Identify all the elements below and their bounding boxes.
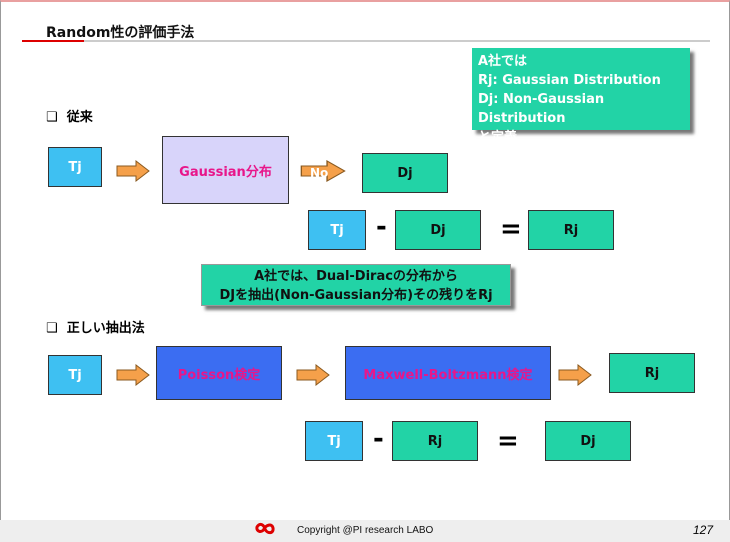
arrow-icon	[116, 160, 150, 182]
eq2-tj: Tj	[305, 421, 363, 461]
page-number: 127	[693, 523, 714, 537]
equals-operator: =	[500, 214, 522, 244]
eq2-dj: Dj	[545, 421, 631, 461]
note-line: A社では	[478, 54, 528, 69]
eq1-rj: Rj	[528, 210, 614, 250]
maxwell-boltzmann-box: Maxwell-Boltzmann検定	[345, 346, 551, 400]
gaussian-box: Gaussian分布	[162, 136, 289, 204]
note-line: Dj: Non-Gaussian Distribution	[478, 92, 605, 126]
checkbox-bullet-icon: ❑	[46, 321, 58, 336]
note-line: A社では、Dual-Diracの分布から	[254, 269, 458, 284]
title-accent	[22, 40, 84, 42]
equals-operator: =	[497, 426, 519, 456]
section-label: 従来	[66, 110, 93, 125]
section-conventional: ❑ 従来	[46, 106, 93, 125]
eq2-rj: Rj	[392, 421, 478, 461]
section-label: 正しい抽出法	[66, 321, 145, 336]
note-line: Rj: Gaussian Distribution	[478, 73, 661, 88]
note-line: DJを抽出(Non-Gaussian分布)その残りをRj	[219, 288, 493, 303]
definition-note: A社では Rj: Gaussian Distribution Dj: Non-G…	[472, 48, 690, 145]
copyright-text: Copyright @PI research LABO	[297, 525, 434, 536]
tj-box: Tj	[48, 355, 102, 395]
arrow-icon	[558, 364, 592, 386]
arrow-icon	[116, 364, 150, 386]
minus-operator: -	[376, 212, 387, 242]
checkbox-bullet-icon: ❑	[46, 110, 58, 125]
no-label: No	[310, 166, 329, 180]
tj-box: Tj	[48, 147, 102, 187]
title-divider	[22, 40, 710, 42]
eq1-dj: Dj	[395, 210, 481, 250]
poisson-box: Poisson検定	[156, 346, 282, 400]
page-title: Random性の評価手法	[46, 25, 195, 41]
dual-dirac-note: A社では、Dual-Diracの分布から DJを抽出(Non-Gaussian分…	[201, 264, 511, 306]
pi-research-logo	[255, 522, 275, 535]
note-line: と定義	[478, 130, 518, 145]
rj-box: Rj	[609, 353, 695, 393]
section-correct-method: ❑ 正しい抽出法	[46, 317, 145, 336]
dj-box: Dj	[362, 153, 448, 193]
footer: Copyright @PI research LABO 127	[0, 520, 730, 542]
arrow-icon	[296, 364, 330, 386]
minus-operator: -	[373, 424, 384, 454]
eq1-tj: Tj	[308, 210, 366, 250]
